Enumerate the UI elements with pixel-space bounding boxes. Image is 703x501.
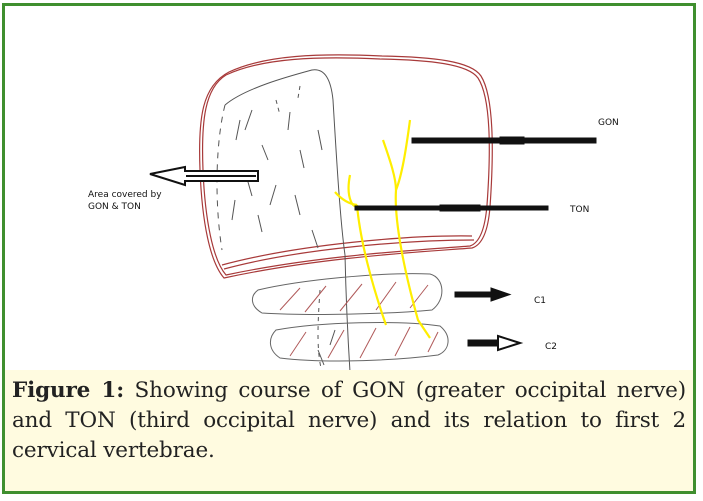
gon-arrow — [412, 137, 596, 144]
figure-caption: Figure 1: Showing course of GON (greater… — [12, 376, 686, 466]
gon-label: GON — [598, 118, 619, 128]
ton-arrow — [355, 205, 548, 211]
c2-vertebra — [270, 323, 448, 362]
occipital-nerve-diagram: GON TON C1 C2 Area covered by GON & TON — [0, 0, 703, 372]
c2-arrow — [468, 336, 520, 350]
caption-box: Figure 1: Showing course of GON (greater… — [5, 370, 693, 491]
c1-arrow — [455, 288, 510, 301]
area-label-line1: Area covered by — [88, 190, 162, 200]
figure-label: Figure 1: — [12, 378, 124, 403]
c1-label: C1 — [534, 296, 546, 306]
ton-label: TON — [569, 205, 589, 215]
area-label-line2: GON & TON — [88, 202, 141, 212]
gon-nerve — [396, 120, 430, 338]
nerves — [335, 120, 430, 338]
ton-nerve — [349, 175, 386, 325]
skull-outline — [200, 55, 493, 278]
occipital-sketch — [217, 70, 350, 372]
c2-label: C2 — [545, 342, 557, 352]
